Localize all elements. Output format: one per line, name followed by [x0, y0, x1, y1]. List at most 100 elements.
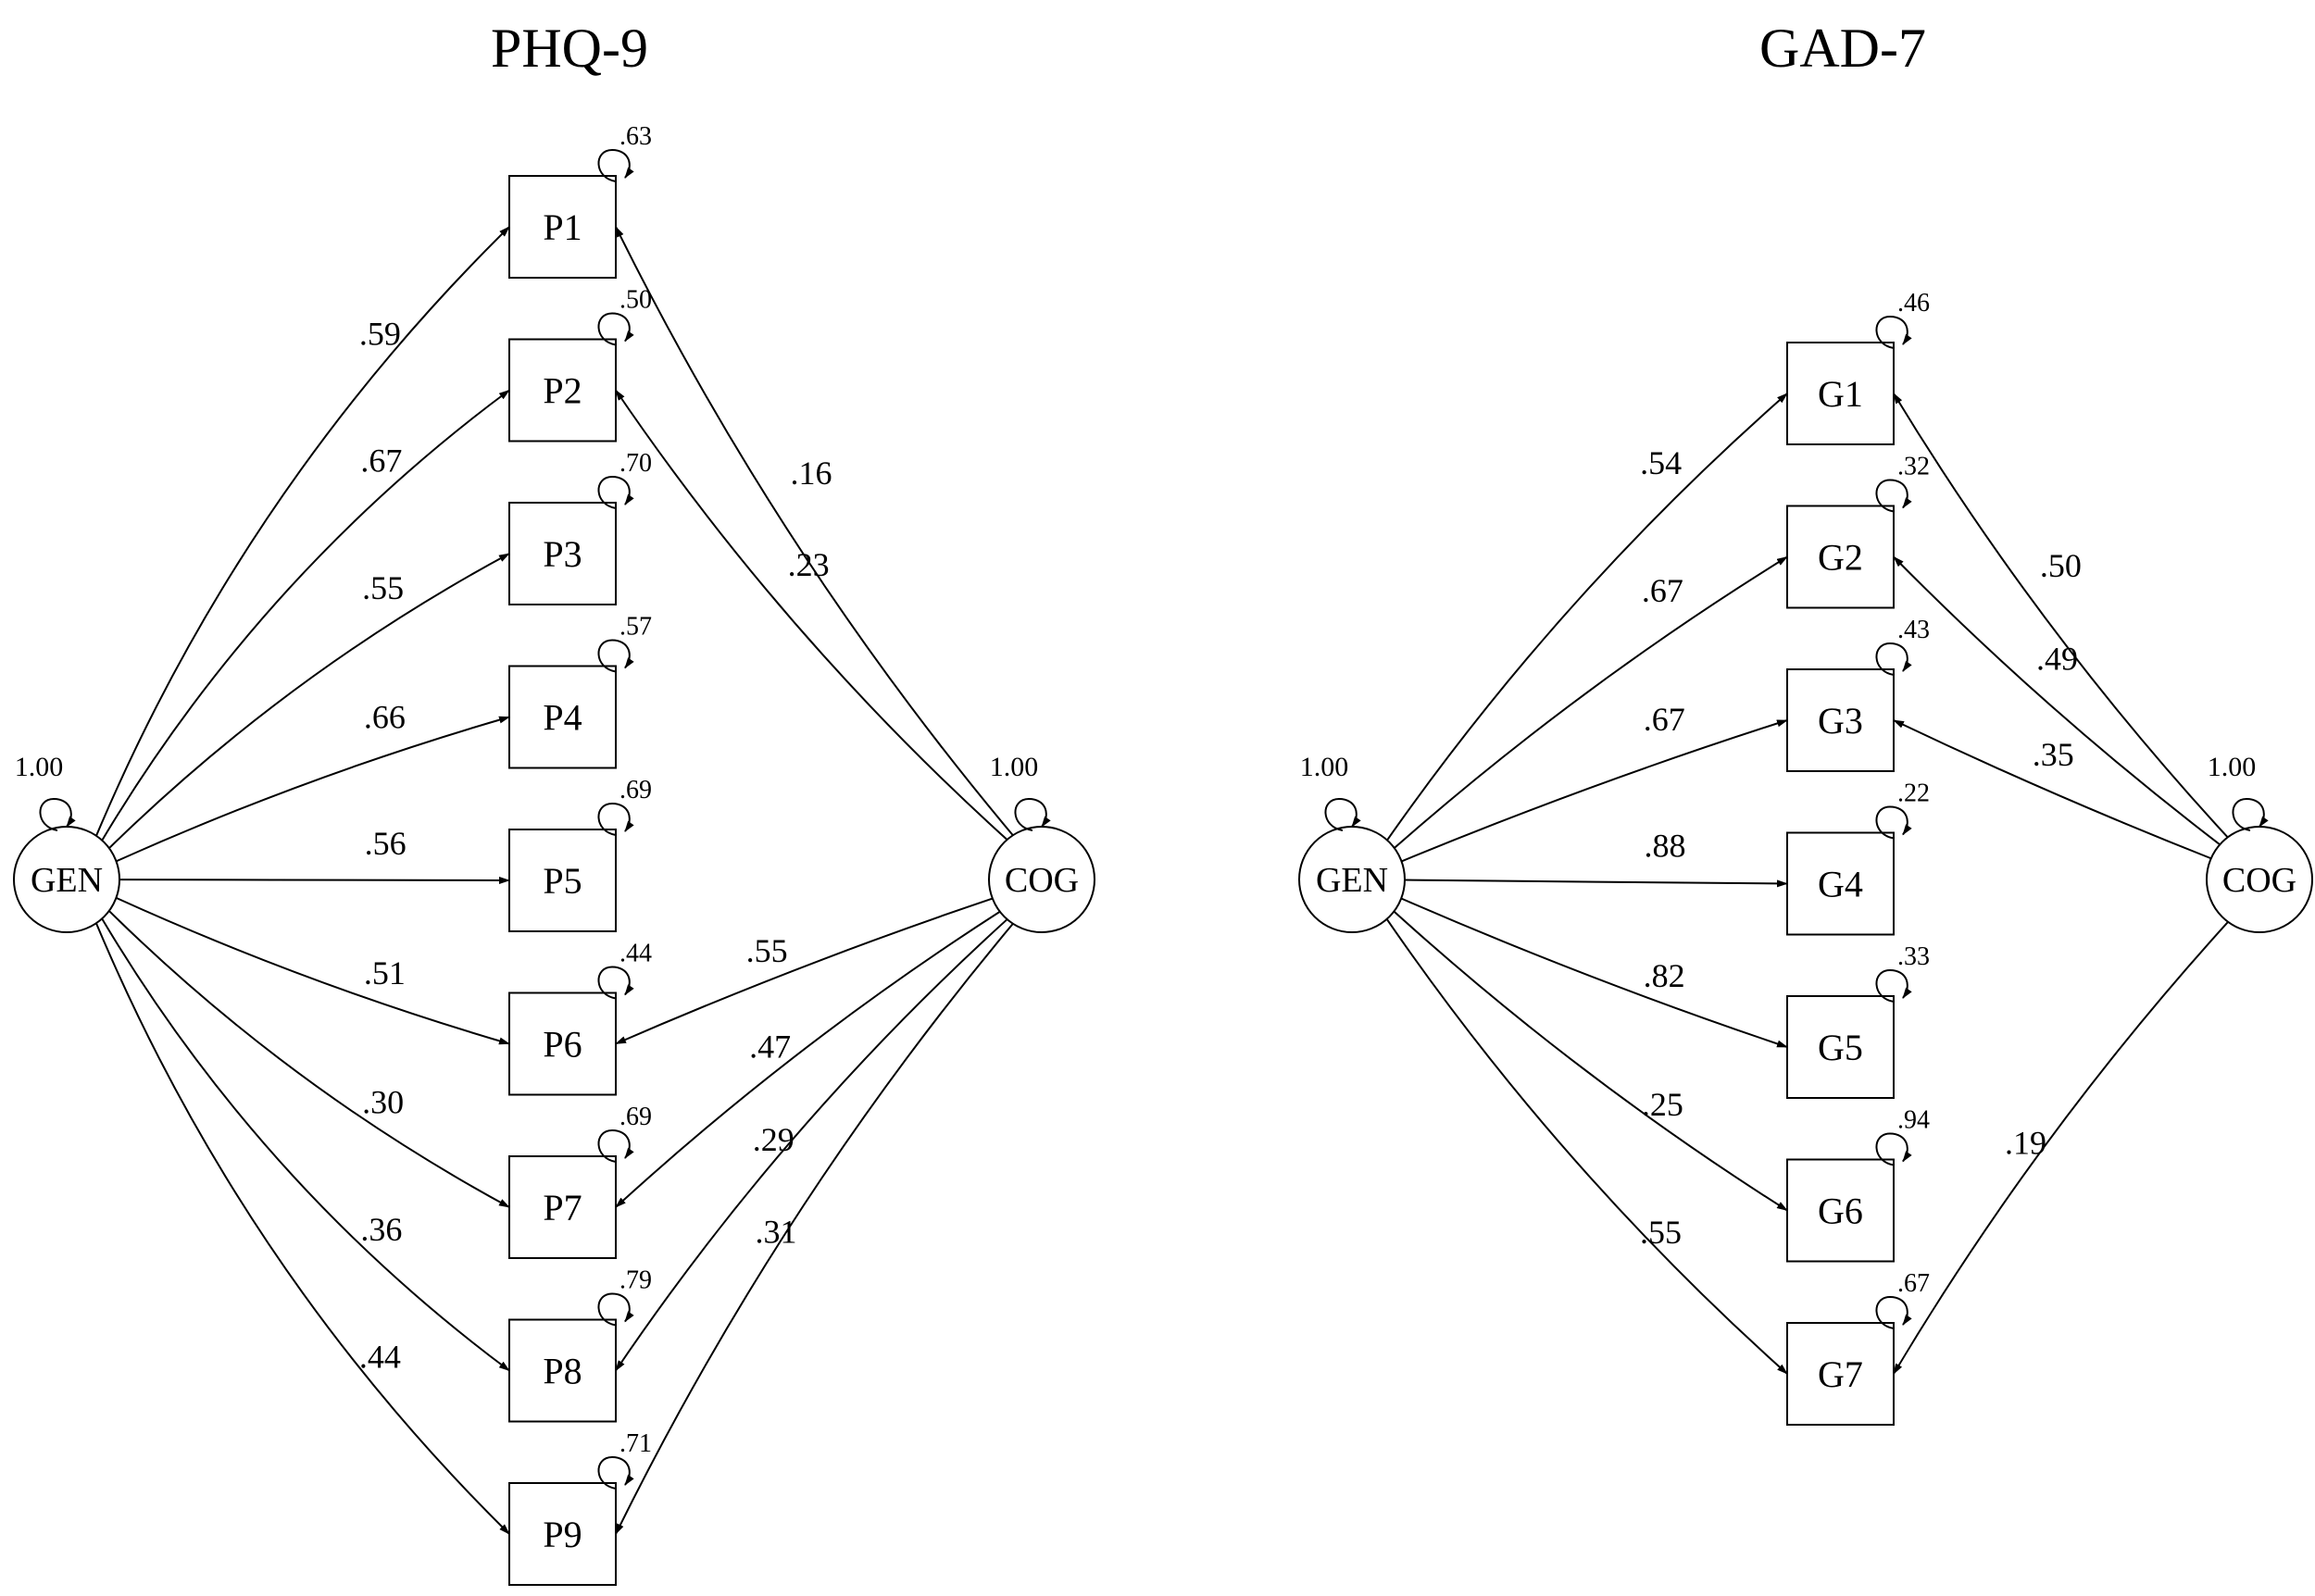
residual-variance: .69	[619, 776, 652, 804]
indicator-box	[508, 1155, 617, 1259]
residual-variance: .43	[1897, 616, 1930, 644]
residual-variance: .94	[1897, 1106, 1930, 1135]
residual-loop	[597, 475, 634, 509]
cog-loading-path	[615, 226, 1014, 836]
residual-loop	[597, 1128, 634, 1163]
residual-variance: .33	[1897, 942, 1930, 971]
cog-factor-label: COG	[2222, 861, 2296, 900]
cog-loading-path	[615, 910, 1001, 1208]
gen-loading-path	[119, 876, 510, 884]
indicator-box	[1786, 831, 1895, 936]
indicator-label: G7	[1818, 1353, 1863, 1395]
cog-loading-value: .35	[2033, 736, 2074, 773]
gen-loading-path	[1400, 897, 1788, 1048]
indicator-box	[1786, 1322, 1895, 1426]
indicator-box	[508, 665, 617, 769]
cog-loading-value: .55	[746, 932, 788, 969]
indicator-box	[508, 991, 617, 1096]
indicator-label: P9	[543, 1514, 582, 1555]
gen-loading-path	[1386, 393, 1788, 842]
indicator-box	[508, 338, 617, 443]
gen-loading-value: .82	[1644, 957, 1685, 994]
cog-loading-path	[615, 897, 994, 1045]
gen-loading-value: .88	[1645, 828, 1686, 865]
cog-loading-path	[1893, 393, 2229, 839]
residual-variance: .57	[619, 613, 652, 642]
gen-loading-value: .67	[1642, 572, 1683, 609]
residual-loop	[1875, 805, 1912, 840]
indicator-label: P3	[543, 533, 582, 575]
residual-loop	[597, 312, 634, 346]
cog-factor-variance-loop	[1014, 797, 1051, 831]
indicator-box	[1786, 1158, 1895, 1263]
gen-loading-path	[101, 917, 510, 1372]
cog-loading-path	[615, 389, 1008, 841]
gen-loading-value: .44	[359, 1338, 401, 1375]
cog-factor-variance: 1.00	[990, 752, 1039, 782]
indicator-box	[508, 175, 617, 279]
residual-loop	[597, 1455, 634, 1490]
residual-variance: .50	[619, 286, 652, 315]
residual-loop	[597, 148, 634, 182]
gen-loading-value: .56	[365, 825, 407, 862]
cog-factor-variance-loop	[2232, 797, 2269, 831]
indicator-label: P6	[543, 1024, 582, 1066]
residual-variance: .70	[619, 449, 652, 478]
indicator-box	[1786, 342, 1895, 445]
residual-loop	[1875, 1295, 1912, 1329]
residual-variance: .79	[619, 1266, 652, 1295]
indicator-label: P4	[543, 697, 582, 739]
residual-variance: .44	[619, 940, 652, 968]
cog-loading-value: .16	[790, 455, 832, 492]
cog-loading-path	[1893, 555, 2221, 846]
gen-factor-variance-loop	[39, 797, 76, 831]
indicator-box	[508, 502, 617, 605]
cog-factor-label: COG	[1005, 861, 1079, 900]
residual-loop	[1875, 479, 1912, 513]
cog-factor-variance: 1.00	[2208, 752, 2257, 782]
residual-variance: .22	[1897, 779, 1930, 808]
indicator-box	[1786, 668, 1895, 772]
diagram-title: PHQ-9	[491, 18, 648, 79]
gen-loading-value: .67	[1644, 701, 1685, 738]
gen-loading-value: .25	[1642, 1086, 1683, 1123]
residual-loop	[1875, 1132, 1912, 1166]
gen-factor-variance: 1.00	[1300, 752, 1349, 782]
indicator-label: G5	[1818, 1027, 1863, 1068]
gen-loading-value: .55	[1640, 1214, 1682, 1251]
gen-loading-path	[116, 896, 510, 1045]
gen-factor-label: GEN	[31, 861, 103, 900]
gen-loading-path	[95, 226, 510, 837]
residual-loop	[597, 802, 634, 836]
gen-loading-value: .30	[362, 1083, 404, 1120]
gen-loading-value: .67	[360, 442, 402, 479]
residual-loop	[1875, 642, 1912, 676]
indicator-label: G4	[1818, 864, 1863, 905]
residual-loop	[1875, 315, 1912, 349]
gen-loading-path	[101, 389, 510, 842]
residual-variance: .32	[1897, 453, 1930, 481]
indicator-label: P8	[543, 1351, 582, 1392]
gen-loading-value: .59	[359, 315, 401, 352]
gen-factor-label: GEN	[1316, 861, 1388, 900]
indicator-label: G1	[1818, 373, 1863, 415]
residual-variance: .71	[619, 1429, 652, 1458]
cog-loading-value: .29	[753, 1121, 795, 1158]
gen-loading-path	[1401, 719, 1788, 863]
cog-loading-value: .31	[756, 1213, 797, 1250]
gen-loading-path	[108, 910, 510, 1208]
indicator-label: P5	[543, 860, 582, 902]
gen-loading-path	[95, 922, 510, 1535]
gen-factor-variance-loop	[1324, 797, 1361, 831]
gen-loading-path	[116, 716, 510, 863]
indicator-label: G6	[1818, 1191, 1863, 1232]
gen-loading-path	[108, 553, 510, 849]
gen-loading-value: .51	[364, 954, 406, 991]
cog-loading-path	[1893, 921, 2229, 1375]
indicator-box	[508, 1482, 617, 1586]
gen-loading-path	[1385, 918, 1788, 1375]
indicator-label: G2	[1818, 537, 1863, 579]
cog-loading-value: .47	[749, 1028, 791, 1065]
gen-loading-value: .55	[362, 569, 404, 606]
